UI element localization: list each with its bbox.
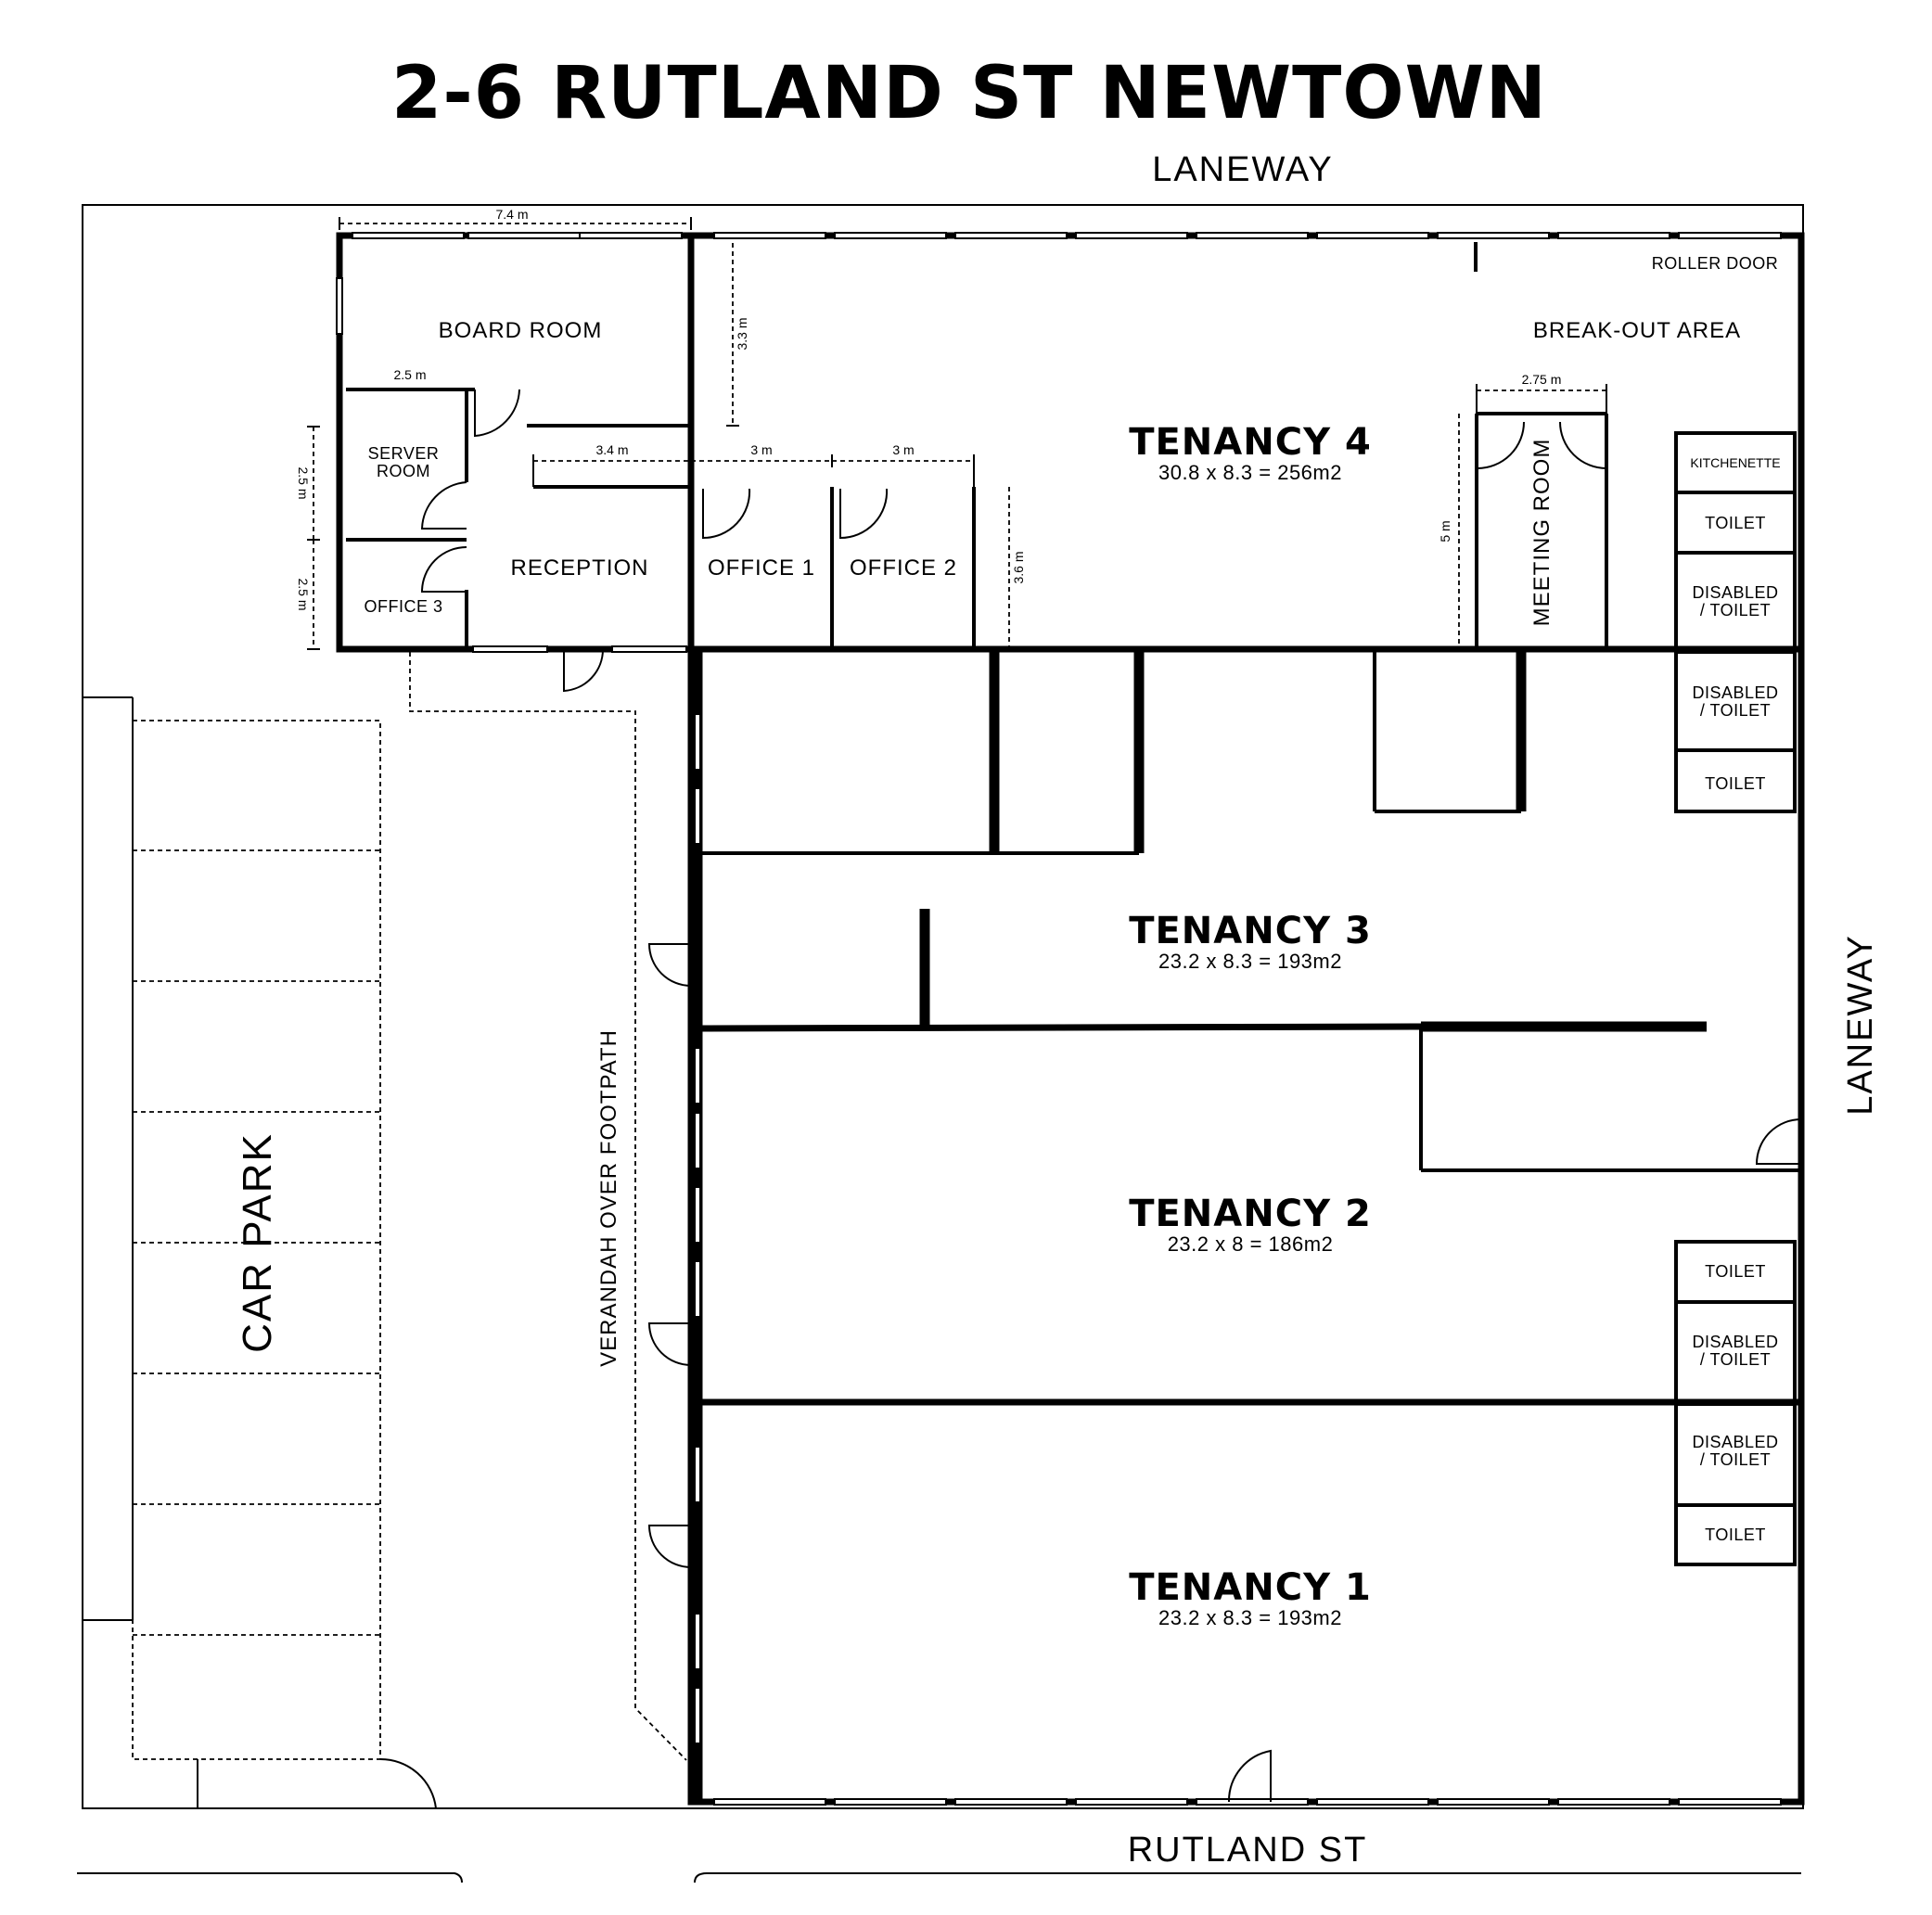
window-pane (1557, 232, 1670, 239)
window-pane (694, 1687, 701, 1744)
window-pane (336, 277, 343, 335)
window-pane (834, 232, 947, 239)
tenancy4-name: TENANCY 4 (1129, 421, 1372, 464)
window-pane (352, 232, 465, 239)
window-pane (1557, 1798, 1670, 1806)
tenancy1-walls (1674, 1402, 1797, 1566)
dim-board-depth: 3.3 m (735, 317, 749, 350)
tenancy1-name: TENANCY 1 (1129, 1566, 1372, 1609)
tenancy3-name: TENANCY 3 (1129, 910, 1372, 952)
window-pane (694, 1260, 701, 1318)
dim-meeting-depth: 5 m (1438, 520, 1452, 542)
office3-label: OFFICE 3 (364, 597, 442, 616)
dim-server-width: 2.5 m (393, 367, 426, 382)
window-pane (694, 1112, 701, 1169)
street-label-top: LANEWAY (1152, 150, 1334, 189)
disabled-toilet-label-1: DISABLED (1692, 583, 1778, 602)
window-pane (694, 713, 701, 771)
server-room-label-1: SERVER (368, 444, 440, 463)
window-pane (1075, 232, 1188, 239)
street-label-bottom: RUTLAND ST (1128, 1831, 1368, 1870)
window-pane (1316, 1798, 1429, 1806)
kitchenette-label: KITCHENETTE (1690, 455, 1780, 470)
window-pane (467, 232, 581, 239)
meeting-room-label: MEETING ROOM (1529, 439, 1555, 627)
disabled-toilet-label-1: DISABLED (1692, 683, 1778, 702)
window-pane (694, 1613, 701, 1670)
tenancy4-area: 30.8 x 8.3 = 256m2 (1158, 461, 1342, 484)
toilet-label: TOILET (1705, 1262, 1766, 1281)
window-pane (694, 1047, 701, 1104)
car-park (83, 696, 437, 1809)
window-pane (1437, 1798, 1550, 1806)
tenancy2-name: TENANCY 2 (1129, 1193, 1372, 1235)
window-pane (1437, 232, 1550, 239)
break-out-area-label: BREAK-OUT AREA (1533, 318, 1741, 343)
roller-door-label: ROLLER DOOR (1652, 254, 1779, 273)
window-pane (694, 1446, 701, 1503)
window-pane (472, 645, 548, 653)
window-pane (694, 1186, 701, 1244)
window-pane (1075, 1798, 1188, 1806)
dim-office1-width: 3 m (750, 442, 772, 457)
window-pane (954, 1798, 1068, 1806)
window-pane (954, 232, 1068, 239)
verandah-label: VERANDAH OVER FOOTPATH (596, 1029, 621, 1367)
window-pane (694, 787, 701, 845)
dim-server-depth: 2.5 m (296, 466, 311, 499)
disabled-toilet-label-2: / TOILET (1700, 1350, 1771, 1369)
server-room-label-2: ROOM (377, 462, 430, 480)
tenancy1-area: 23.2 x 8.3 = 193m2 (1158, 1606, 1342, 1629)
windows (336, 232, 1782, 1806)
tenancy2-area: 23.2 x 8 = 186m2 (1168, 1232, 1334, 1256)
reception-label: RECEPTION (510, 555, 648, 581)
disabled-toilet-label-1: DISABLED (1692, 1433, 1778, 1451)
window-pane (1196, 1798, 1309, 1806)
toilet-label: TOILET (1705, 1526, 1766, 1544)
disabled-toilet-label-2: / TOILET (1700, 1450, 1771, 1469)
tenancy3-walls (694, 650, 1797, 1032)
dim-reception-width: 3.4 m (595, 442, 628, 457)
window-pane (713, 232, 826, 239)
dim-meeting-width: 2.75 m (1522, 372, 1562, 387)
window-pane (834, 1798, 947, 1806)
dim-office-depth: 3.6 m (1011, 551, 1026, 583)
dim-office3-depth: 2.5 m (296, 578, 311, 610)
tenancy2-walls (694, 1027, 1805, 1406)
window-pane (1678, 232, 1782, 239)
office1-label: OFFICE 1 (708, 555, 815, 581)
office-wing-walls (336, 232, 1805, 653)
verandah-outline (409, 652, 687, 1761)
toilet-label: TOILET (1705, 514, 1766, 532)
street-label-right: LANEWAY (1841, 934, 1880, 1116)
window-pane (1196, 232, 1309, 239)
doors (420, 389, 1802, 1803)
tenancy3-area: 23.2 x 8.3 = 193m2 (1158, 950, 1342, 973)
disabled-toilet-label-1: DISABLED (1692, 1333, 1778, 1351)
board-room-label: BOARD ROOM (439, 318, 603, 343)
toilet-label: TOILET (1705, 774, 1766, 793)
tenancy4-walls (1474, 242, 1797, 651)
page-title: 2-6 RUTLAND ST NEWTOWN (391, 52, 1547, 135)
disabled-toilet-label-2: / TOILET (1700, 701, 1771, 720)
window-pane (1678, 1798, 1782, 1806)
office2-label: OFFICE 2 (850, 555, 957, 581)
window-pane (611, 645, 687, 653)
dim-board-width: 7.4 m (495, 207, 528, 222)
disabled-toilet-label-2: / TOILET (1700, 601, 1771, 619)
window-pane (579, 232, 683, 239)
window-pane (713, 1798, 826, 1806)
dimension-lines (307, 217, 1607, 650)
car-park-label: CAR PARK (235, 1132, 280, 1353)
kerb-right (694, 1872, 1801, 1883)
window-pane (1316, 232, 1429, 239)
dim-office2-width: 3 m (892, 442, 914, 457)
kerb-left (77, 1872, 463, 1883)
